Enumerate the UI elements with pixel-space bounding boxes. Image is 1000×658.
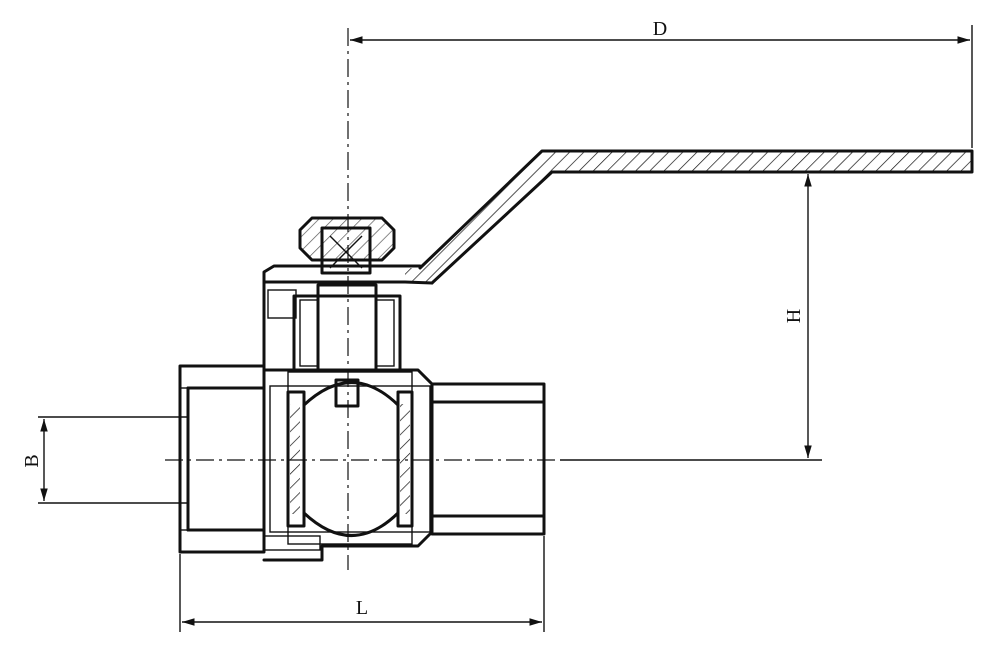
stem-nut (298, 216, 396, 275)
label-l: L (356, 597, 368, 619)
handle-bracket (267, 289, 297, 319)
valve-stem (292, 283, 402, 408)
dimension-b (38, 416, 188, 504)
valve-body (178, 364, 546, 562)
label-h: H (783, 309, 805, 323)
lever-handle (262, 149, 974, 372)
label-b: B (21, 454, 43, 467)
label-d: D (653, 18, 667, 40)
dimension-h (560, 174, 822, 461)
dimension-d (350, 25, 973, 148)
dimension-l (179, 536, 545, 632)
